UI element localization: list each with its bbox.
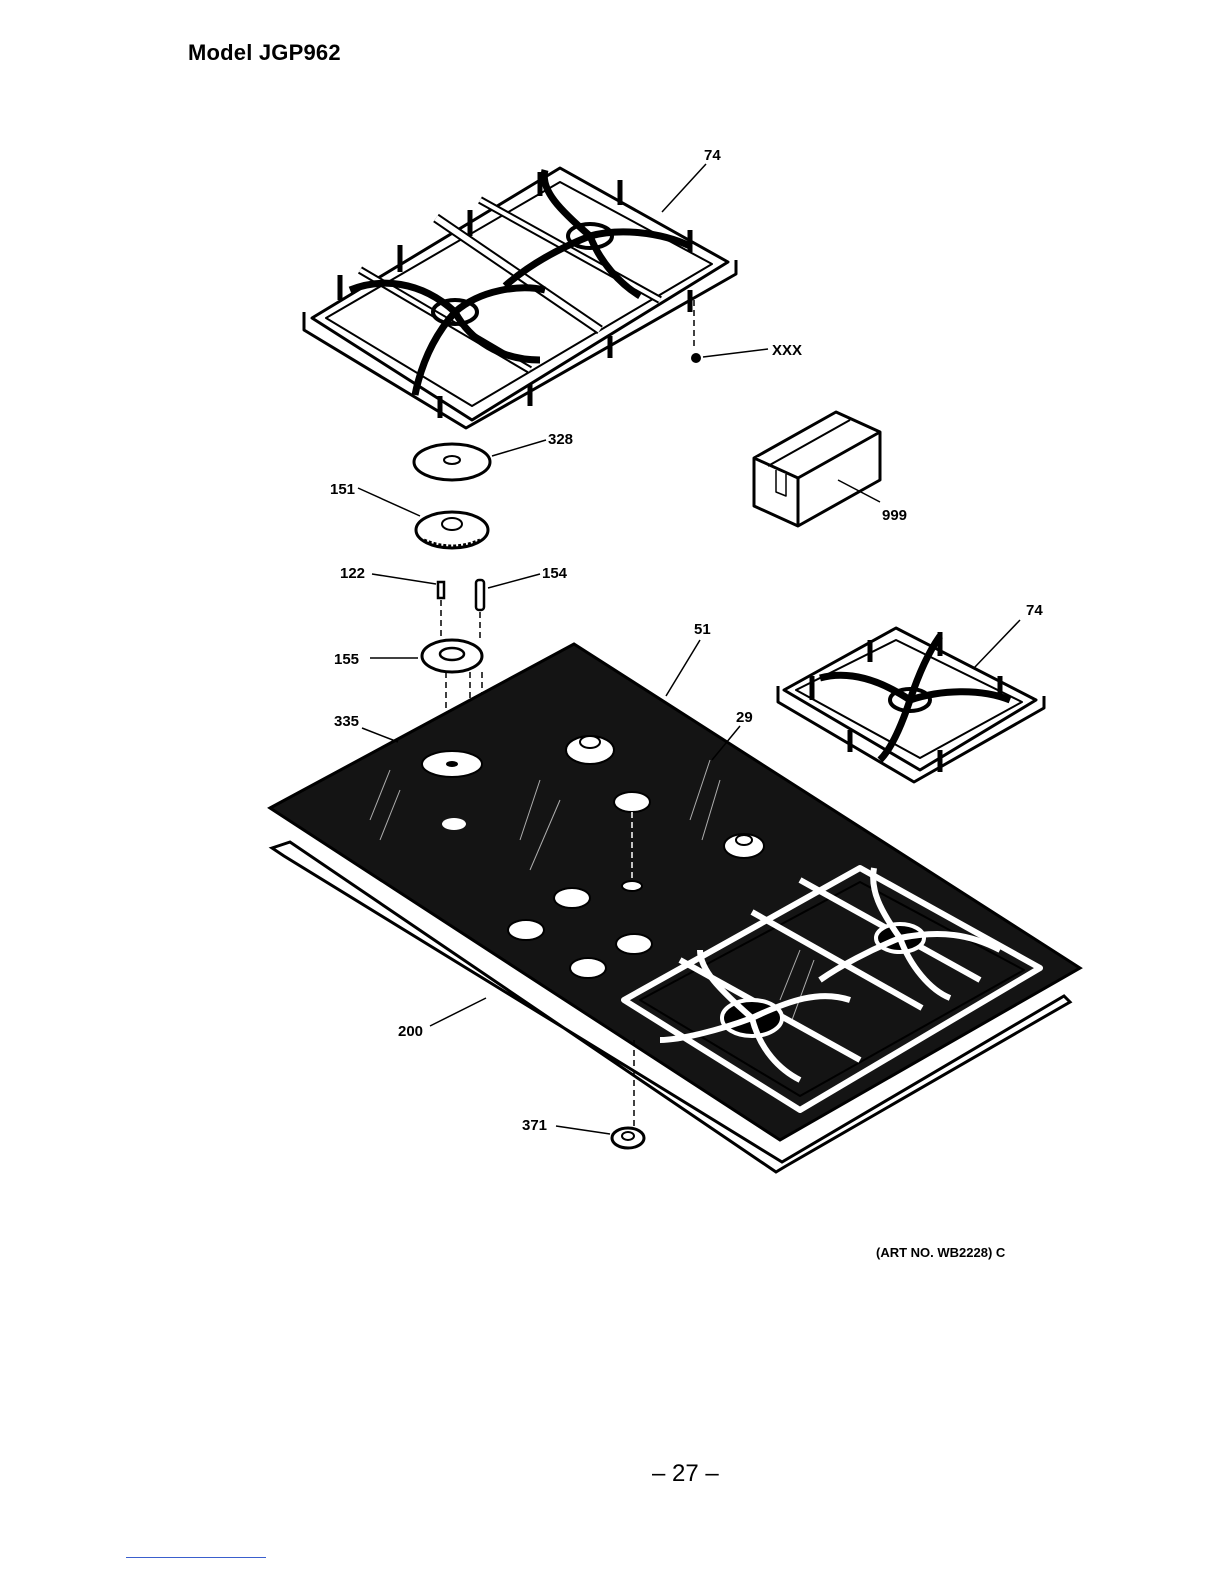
parts-box-999 [754, 412, 880, 526]
callout-328: 328 [548, 431, 573, 448]
screw-xxx [691, 353, 701, 363]
single-grate [778, 628, 1044, 782]
burner-base-155 [422, 640, 482, 672]
callout-74-top: 74 [704, 147, 721, 164]
burner-head-151 [416, 512, 488, 548]
footer-rule [126, 1557, 266, 1558]
callout-335: 335 [334, 713, 359, 730]
double-grate [304, 168, 736, 428]
page-number: – 27 – [652, 1460, 719, 1488]
callout-154: 154 [542, 565, 568, 582]
callout-74-right: 74 [1026, 602, 1043, 619]
callout-999: 999 [882, 507, 907, 524]
callout-51: 51 [694, 621, 711, 638]
foot-371 [612, 1128, 644, 1148]
burner-cap-328 [414, 444, 490, 480]
art-number: (ART NO. WB2228) C [876, 1245, 1005, 1260]
callout-155: 155 [334, 651, 359, 668]
callout-122: 122 [340, 565, 365, 582]
callout-151: 151 [330, 481, 355, 498]
electrode-154 [476, 580, 484, 610]
callout-371: 371 [522, 1117, 547, 1134]
callout-29: 29 [736, 709, 753, 726]
callout-xxx: XXX [772, 342, 802, 359]
callout-200: 200 [398, 1023, 423, 1040]
screw-122 [438, 582, 444, 598]
